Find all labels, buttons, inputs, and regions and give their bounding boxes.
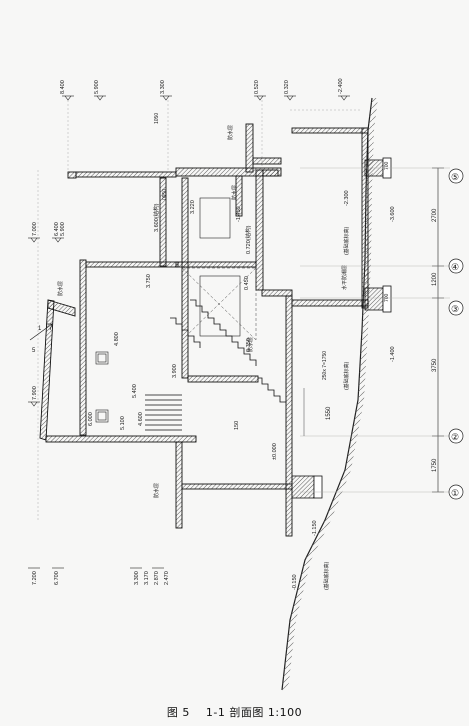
span-inner: 1550 bbox=[326, 406, 332, 420]
top-elevation-marks bbox=[62, 95, 350, 101]
found-level-left: (基础底标高) bbox=[323, 561, 330, 590]
elev-3170: 3.170 bbox=[144, 571, 150, 585]
elev-3600-struct: 3.600(结构) bbox=[152, 203, 160, 232]
elev-3220: 3.220 bbox=[190, 200, 196, 214]
elev-5900: 5.900 bbox=[94, 80, 100, 94]
span-4-5: 2700 bbox=[432, 208, 438, 222]
elev-3300: 3.300 bbox=[160, 80, 166, 94]
footing-labels: 700 700 bbox=[384, 161, 390, 302]
elev-4600: 4.600 bbox=[138, 412, 144, 426]
axis-4: ④ bbox=[451, 262, 459, 272]
elev-minus-2300: -2.300 bbox=[344, 190, 350, 206]
elev-6400: 6.400 bbox=[54, 222, 60, 236]
elev-8400: 8.400 bbox=[60, 80, 66, 94]
figure-title: 1-1 剖面图 1:100 bbox=[205, 706, 303, 719]
elev-3300b: 3.300 bbox=[134, 571, 140, 585]
elev-7900: 7.900 bbox=[32, 386, 38, 400]
elev-minus-3600: -3.600 bbox=[390, 206, 396, 222]
elev-6000: 6.000 bbox=[88, 412, 94, 426]
top-elevation-labels: 8.400 5.900 3.300 0.520 0.320 -2.400 bbox=[60, 78, 344, 94]
elev-5900b: 5.900 bbox=[60, 222, 66, 236]
footing-label-3: 700 bbox=[384, 293, 390, 302]
span-1-2: 1750 bbox=[432, 458, 438, 472]
figure-caption: 图 5 1-1 剖面图 1:100 bbox=[0, 704, 469, 720]
left-elevation-marks bbox=[28, 237, 164, 569]
footings bbox=[291, 157, 392, 499]
axis-3: ③ bbox=[451, 304, 459, 314]
windows bbox=[95, 197, 241, 423]
dimension-lines bbox=[300, 167, 450, 493]
elev-4800: 4.800 bbox=[114, 332, 120, 346]
section-mark: 5 bbox=[32, 348, 36, 354]
elev-5100: 5.100 bbox=[120, 416, 126, 430]
found-level-right: (基础底标高) bbox=[343, 226, 350, 255]
elev-7000: 7.000 bbox=[32, 222, 38, 236]
water-board: 水平防潮层 bbox=[341, 265, 348, 290]
annotation-labels: 防水层 防水层 防水层 防水层 防水层 1050 0950 (基础底标高) (基… bbox=[32, 113, 350, 590]
axis-1: ① bbox=[451, 488, 459, 498]
section-arrow bbox=[29, 323, 53, 341]
footing-label-5: 700 bbox=[384, 161, 390, 170]
elev-2470: 2.470 bbox=[164, 571, 170, 585]
span-3-4: 1200 bbox=[432, 272, 438, 286]
interior-labels: 3.220 3.600(结构) -1.450 0.720(结构) -2.300 … bbox=[88, 190, 396, 590]
elev-minus-1400: -1.400 bbox=[390, 346, 396, 362]
elev-3900: 3.900 bbox=[172, 364, 178, 378]
elev-3750: 3.750 bbox=[146, 274, 152, 288]
elev-minus-0150: -0.150 bbox=[292, 574, 298, 590]
found-level-mid: (基础底标高) bbox=[343, 361, 350, 390]
elev-0450: 0.450 bbox=[244, 276, 250, 290]
left-elevation-labels: 7.000 6.400 5.900 7.900 7.200 6.700 3.30… bbox=[32, 222, 170, 585]
span-2-3: 3750 bbox=[432, 358, 438, 372]
grid-axes: ⑤ ④ ③ ② ① bbox=[448, 168, 464, 500]
waterproof-top: 防水层 bbox=[57, 281, 64, 296]
waterproof-left: 防水层 bbox=[153, 483, 160, 498]
elev-minus-1150: -1.150 bbox=[312, 520, 318, 536]
building-walls bbox=[39, 123, 369, 537]
elev-5400: 5.400 bbox=[132, 384, 138, 398]
elev-0320: 0.320 bbox=[284, 80, 290, 94]
waterproof-right: 防水层 bbox=[227, 125, 234, 140]
dim-0950: 0950 bbox=[162, 189, 168, 200]
dim-1050: 1050 bbox=[154, 113, 160, 124]
elev-0750: 0.750 bbox=[246, 338, 252, 352]
span-labels: 2700 1200 3750 1750 1550 bbox=[326, 208, 438, 472]
waterproof-mid: 防水层 bbox=[231, 185, 238, 200]
elev-6700: 6.700 bbox=[54, 571, 60, 585]
stair-steps bbox=[145, 299, 286, 431]
elev-7200: 7.200 bbox=[32, 571, 38, 585]
section-num: 1 bbox=[38, 326, 42, 332]
elev-0720: 0.720(结构) bbox=[244, 225, 252, 254]
slope-note: 250x 7=1750 bbox=[322, 351, 328, 380]
elev-2870: 2.870 bbox=[154, 571, 160, 585]
elev-zero: ±0.000 bbox=[272, 443, 278, 460]
elev-minus-2400: -2.400 bbox=[338, 78, 344, 94]
figure-label: 图 5 bbox=[166, 706, 190, 719]
elev-minus-1450: -1.450 bbox=[236, 206, 242, 222]
waterproof-stair: 防水层 bbox=[247, 337, 254, 352]
stair-diagonal bbox=[181, 267, 257, 341]
level-150: 150 bbox=[234, 421, 240, 430]
elev-0520: 0.520 bbox=[254, 80, 260, 94]
axis-5: ⑤ bbox=[451, 172, 459, 182]
axis-2: ② bbox=[451, 432, 459, 442]
section-drawing: 8.400 5.900 3.300 0.520 0.320 -2.400 7.0… bbox=[28, 78, 464, 691]
